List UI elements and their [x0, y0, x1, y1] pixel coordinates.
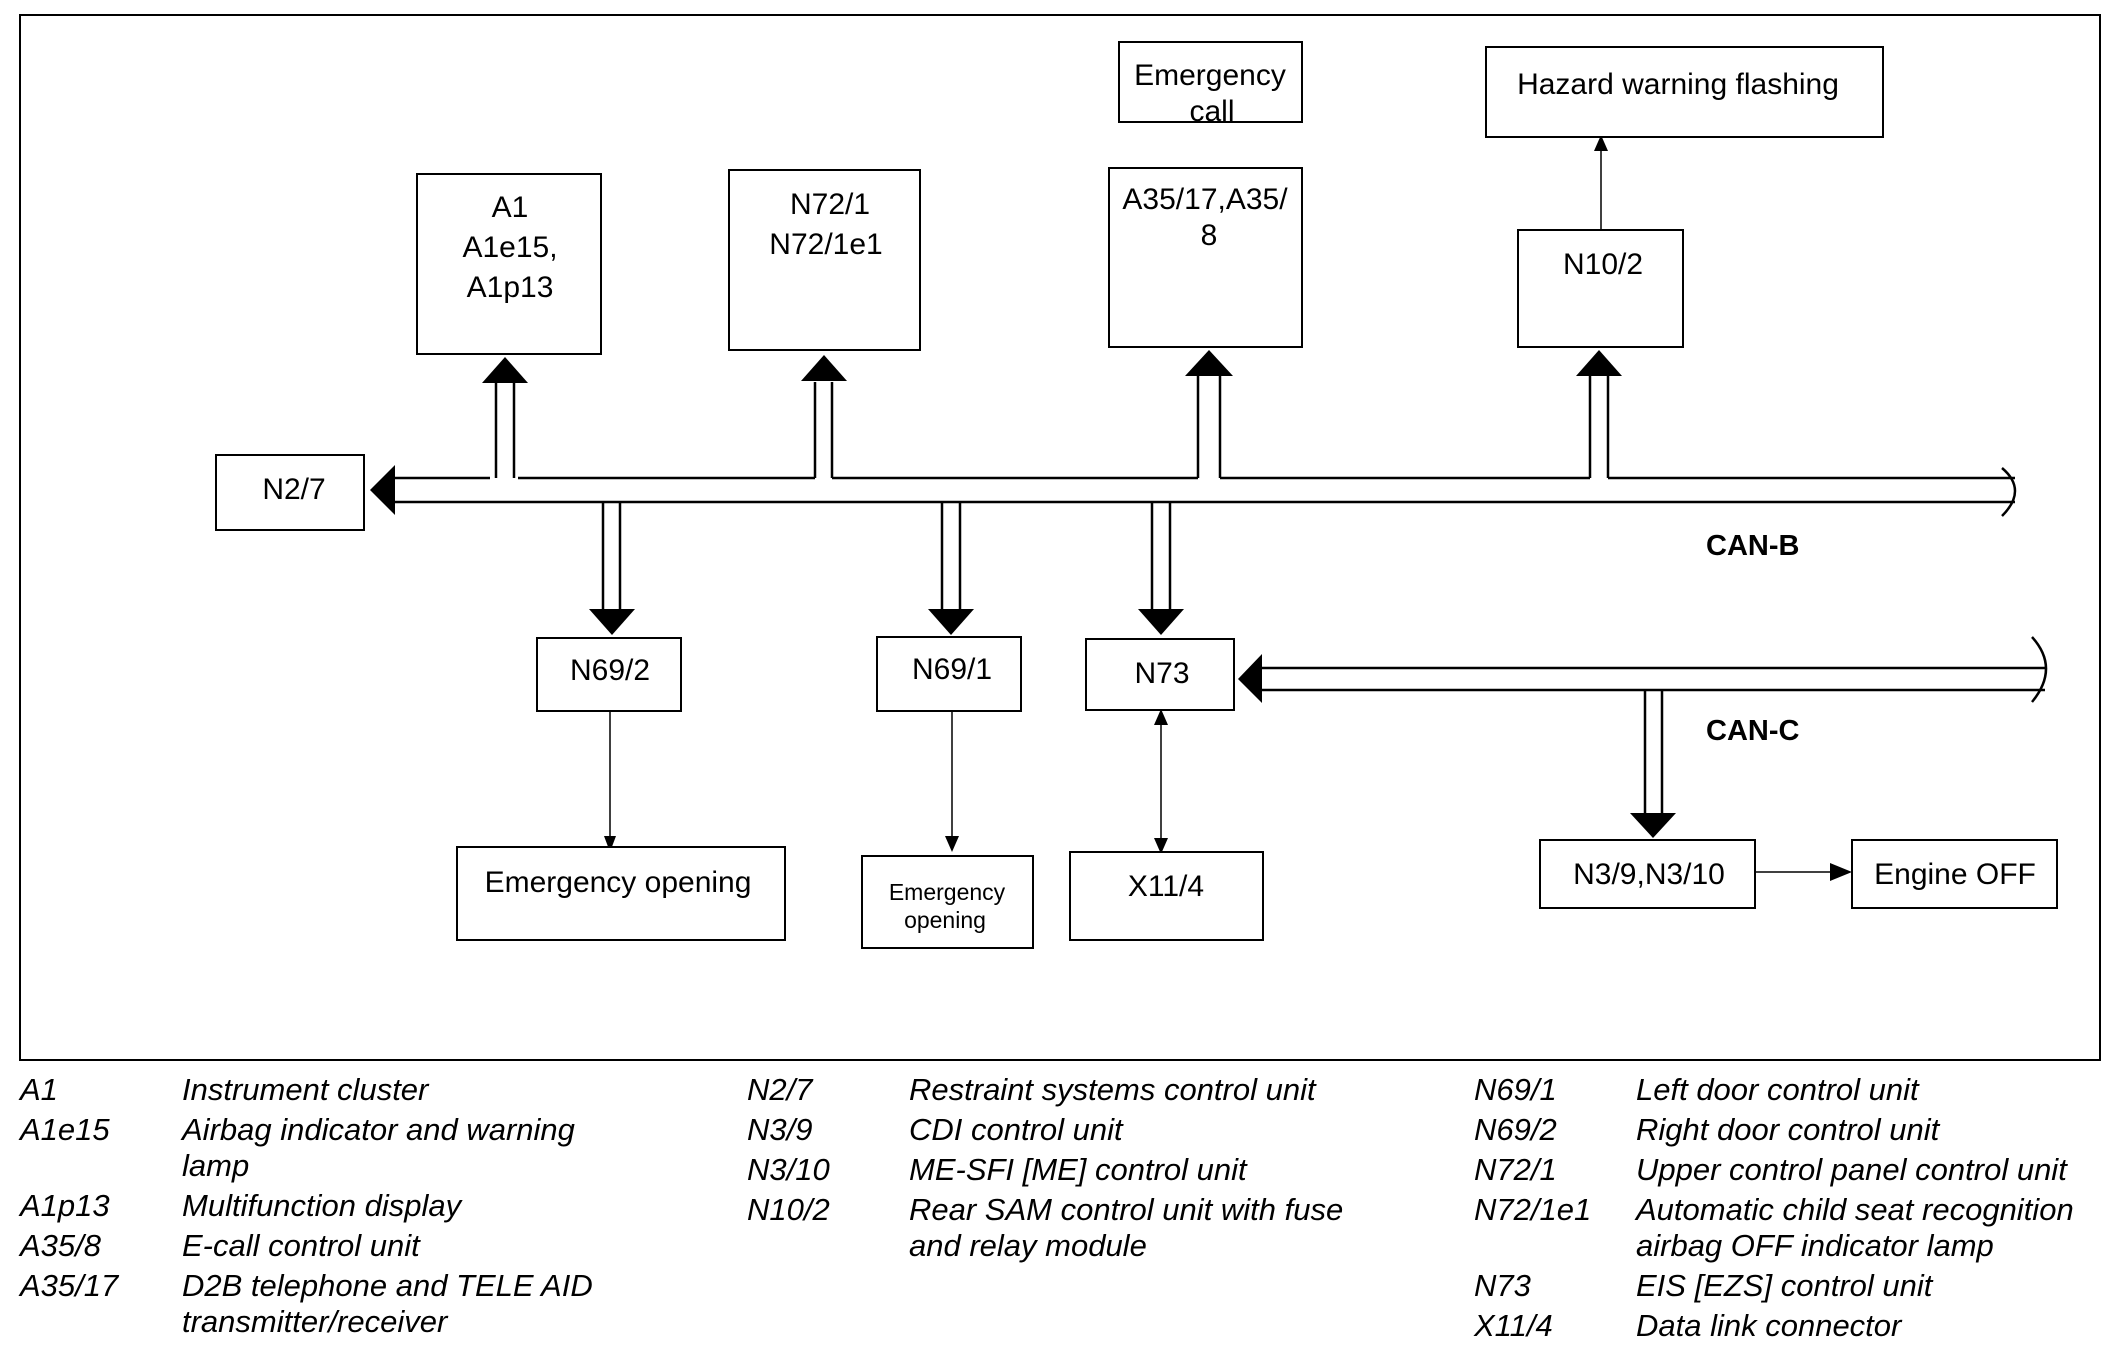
emergency-call-box	[1118, 41, 1303, 123]
n2-7-arrowhead	[370, 465, 395, 515]
n2-7-label: N2/7	[262, 473, 325, 506]
legend-desc: Airbag indicator and warning lamp	[182, 1112, 575, 1183]
legend-code: A1e15	[20, 1112, 110, 1147]
a35-box	[1108, 167, 1303, 348]
a35-label-line-2: 8	[1201, 219, 1218, 252]
hazard-box	[1485, 46, 1884, 138]
legend-item: A1p13 Multifunction display	[20, 1188, 622, 1224]
legend-desc: Restraint systems control unit	[909, 1072, 1316, 1107]
can-b-label: CAN-B	[1706, 530, 1799, 562]
a35-label-line-1: A35/17,A35/	[1122, 183, 1288, 216]
legend-item: N10/2 Rear SAM control unit with fuse an…	[747, 1192, 1349, 1264]
legend-desc: Left door control unit	[1636, 1072, 1919, 1107]
legend-item: N2/7 Restraint systems control unit	[747, 1072, 1349, 1108]
a1-label-line-3: A1p13	[467, 271, 554, 304]
n72-1-label-line-2: N72/1e1	[769, 228, 882, 261]
legend-desc: ME-SFI [ME] control unit	[909, 1152, 1247, 1187]
legend-item: N73 EIS [EZS] control unit	[1474, 1268, 2076, 1304]
thin-connectors	[609, 105, 1830, 873]
down-arrowheads	[589, 609, 1676, 838]
legend-code: N72/1e1	[1474, 1192, 1592, 1227]
legend-code: X11/4	[1474, 1308, 1553, 1343]
emergency-opening-right-box	[456, 846, 786, 941]
legend-code: N3/10	[747, 1152, 830, 1187]
n69-1-box	[876, 636, 1022, 712]
legend: A1 Instrument cluster A1e15 Airbag indic…	[0, 1060, 2114, 1360]
n3-label: N3/9,N3/10	[1573, 858, 1725, 891]
legend-desc: Instrument cluster	[182, 1072, 429, 1107]
legend-item: X11/4 Data link connector	[1474, 1308, 2076, 1344]
up-arrowheads	[482, 350, 1622, 383]
x11-4-label: X11/4	[1128, 870, 1204, 903]
engine-off-label: Engine OFF	[1874, 858, 2036, 891]
n69-1-label: N69/1	[912, 653, 992, 686]
a1-label-line-1: A1	[492, 191, 529, 224]
legend-code: A1	[20, 1072, 58, 1107]
legend-item: N72/1 Upper control panel control unit	[1474, 1152, 2076, 1188]
emergency-call-label-line-2: call	[1189, 95, 1234, 128]
thin-arrowheads	[604, 106, 1852, 881]
n3-box	[1539, 839, 1756, 909]
legend-code: N69/1	[1474, 1072, 1557, 1107]
can-b-bus	[385, 467, 2017, 517]
legend-desc: Upper control panel control unit	[1636, 1152, 2067, 1187]
legend-item: N72/1e1 Automatic child seat recognition…	[1474, 1192, 2076, 1264]
legend-desc: Automatic child seat recognition airbag …	[1636, 1192, 2074, 1263]
emergency-opening-left-label-line-1: Emergency	[889, 879, 1006, 905]
a1-label-line-2: A1e15,	[462, 231, 557, 264]
x11-4-box	[1069, 851, 1264, 941]
legend-code: N2/7	[747, 1072, 813, 1107]
legend-code: A1p13	[20, 1188, 110, 1223]
legend-desc: Right door control unit	[1636, 1112, 1940, 1147]
legend-desc: D2B telephone and TELE AID transmitter/r…	[182, 1268, 593, 1339]
can-bus-diagram: A1 A1e15, A1p13 N72/1 N72/1e1 Emergency …	[19, 14, 2101, 1061]
legend-desc: E-call control unit	[182, 1228, 420, 1263]
legend-item: A1e15 Airbag indicator and warning lamp	[20, 1112, 622, 1184]
can-c-label: CAN-C	[1706, 715, 1799, 747]
n73-box	[1085, 638, 1235, 711]
n10-2-box	[1517, 229, 1684, 348]
legend-item: N69/1 Left door control unit	[1474, 1072, 2076, 1108]
legend-desc: Rear SAM control unit with fuse and rela…	[909, 1192, 1344, 1263]
n2-7-box	[215, 454, 365, 531]
legend-code: N3/9	[747, 1112, 813, 1147]
engine-off-box	[1851, 839, 2058, 909]
legend-item: N3/10 ME-SFI [ME] control unit	[747, 1152, 1349, 1188]
n69-2-label: N69/2	[570, 654, 650, 687]
emergency-opening-left-label-line-2: opening	[904, 907, 986, 933]
up-connectors	[494, 375, 1610, 478]
emergency-opening-right-label: Emergency opening	[485, 866, 752, 899]
can-c-bus	[1260, 636, 2048, 703]
legend-code: N10/2	[747, 1192, 830, 1227]
n72-1-label-line-1: N72/1	[790, 188, 870, 221]
legend-item: A35/17 D2B telephone and TELE AID transm…	[20, 1268, 622, 1340]
legend-item: N69/2 Right door control unit	[1474, 1112, 2076, 1148]
legend-desc: Data link connector	[1636, 1308, 1902, 1343]
legend-item: A1 Instrument cluster	[20, 1072, 622, 1108]
legend-desc: EIS [EZS] control unit	[1636, 1268, 1933, 1303]
legend-item: N3/9 CDI control unit	[747, 1112, 1349, 1148]
legend-desc: CDI control unit	[909, 1112, 1123, 1147]
legend-code: A35/17	[20, 1268, 119, 1303]
down-connectors	[601, 502, 1664, 815]
emergency-opening-left-box	[861, 855, 1034, 949]
n72-1-box	[728, 169, 921, 351]
legend-code: N72/1	[1474, 1152, 1557, 1187]
hazard-label: Hazard warning flashing	[1517, 68, 1839, 101]
legend-code: N73	[1474, 1268, 1531, 1303]
emergency-call-label-line-1: Emergency	[1134, 59, 1286, 92]
legend-desc: Multifunction display	[182, 1188, 462, 1223]
legend-item: A35/8 E-call control unit	[20, 1228, 622, 1264]
n73-can-c-arrowhead	[1238, 654, 1262, 703]
n10-2-label: N10/2	[1563, 248, 1643, 281]
legend-code: A35/8	[20, 1228, 102, 1263]
a1-box	[416, 173, 602, 355]
diagram-frame	[19, 14, 2101, 1061]
legend-code: N69/2	[1474, 1112, 1557, 1147]
n69-2-box	[536, 637, 682, 712]
n73-label: N73	[1134, 657, 1189, 690]
